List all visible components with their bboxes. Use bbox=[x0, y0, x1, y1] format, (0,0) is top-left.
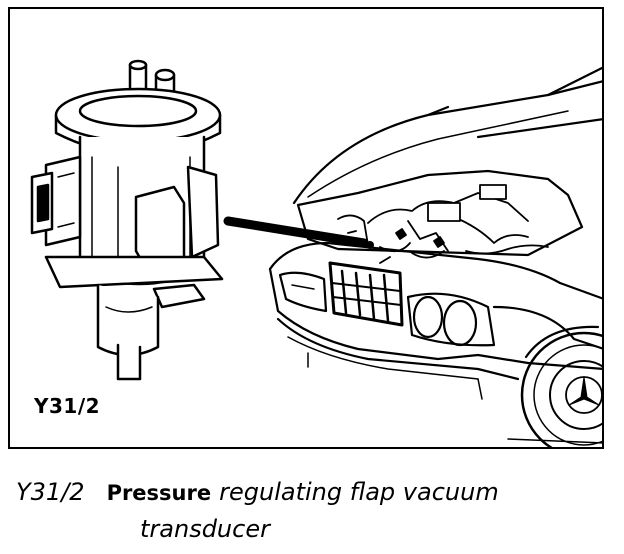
figure-frame bbox=[8, 7, 604, 449]
caption-word-bold: Pressure bbox=[106, 481, 212, 505]
transducer-illustration bbox=[30, 59, 224, 381]
caption-text-line2: transducer bbox=[140, 515, 270, 543]
caption-code: Y31/2 bbox=[16, 478, 85, 506]
component-code-label: Y31/2 bbox=[34, 394, 101, 418]
caption-text-line1: regulating flap vacuum bbox=[219, 478, 499, 506]
pointer-arrow bbox=[223, 216, 374, 249]
figure-caption: Y31/2 Pressure regulating flap vacuum tran… bbox=[16, 474, 499, 547]
car-illustration bbox=[268, 65, 604, 449]
illustration bbox=[30, 59, 604, 449]
